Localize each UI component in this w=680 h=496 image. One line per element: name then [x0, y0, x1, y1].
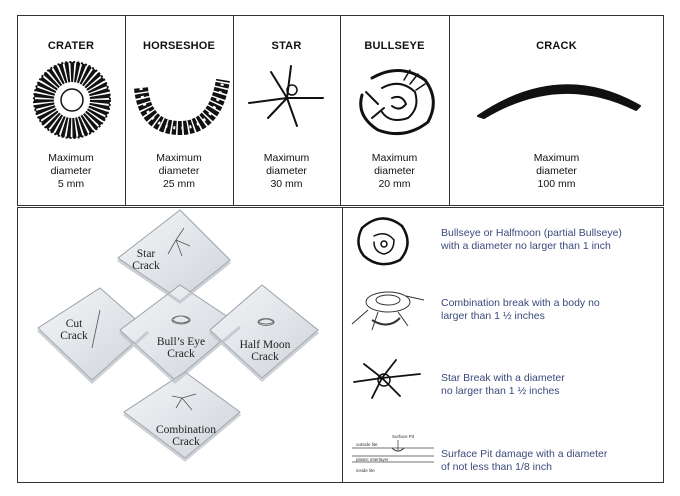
surface-pit-label: Surface Pit	[392, 434, 415, 439]
star-title: STAR	[271, 40, 302, 52]
crater-title: CRATER	[47, 40, 95, 52]
column-divider	[125, 15, 126, 206]
column-divider	[340, 15, 341, 206]
plastic-interlayer-label: plastic interlayer	[356, 457, 389, 462]
inside-lite-label: inside lite	[356, 468, 375, 473]
bullseye-title: BULLSEYE	[364, 40, 425, 52]
crack-title: CRACK	[536, 40, 577, 52]
bullseye-halfmoon-text: Bullseye or Halfmoon (partial Bullseye)w…	[441, 227, 622, 252]
column-divider	[233, 15, 234, 206]
panel-divider	[342, 207, 343, 483]
bottom-panel	[17, 207, 664, 483]
horseshoe-title: HORSESHOE	[142, 40, 216, 52]
outside-lite-label: outside lite	[356, 442, 378, 447]
column-divider	[449, 15, 450, 206]
